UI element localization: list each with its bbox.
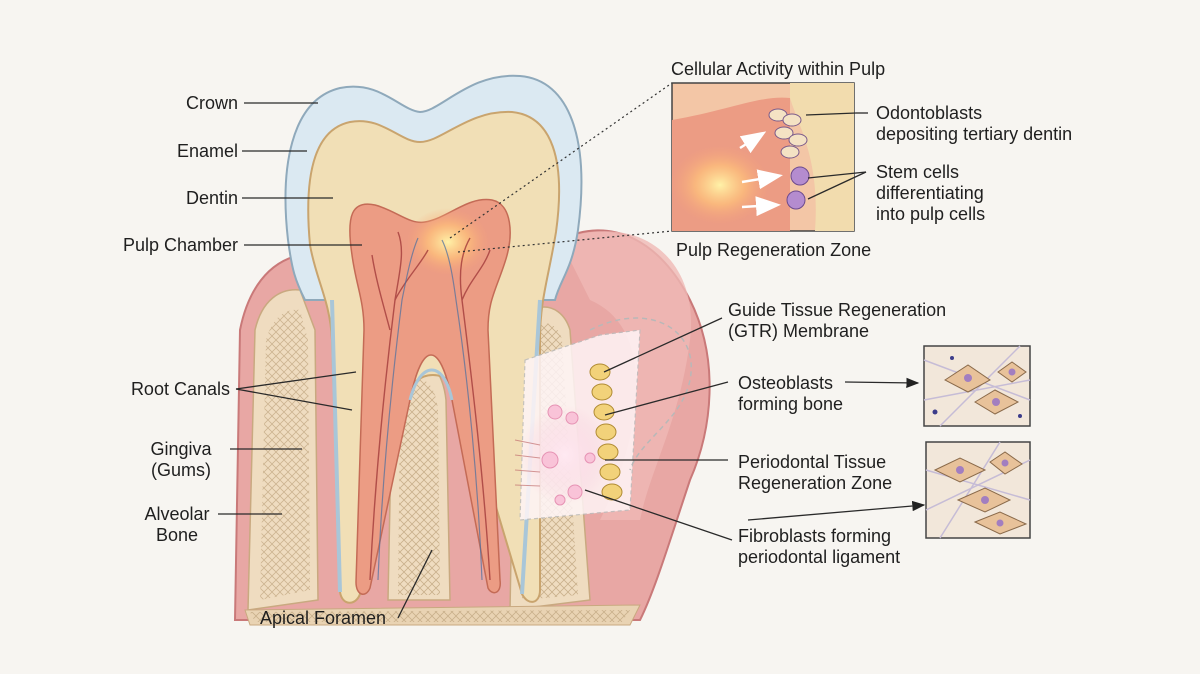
label-gtr-membrane: Guide Tissue Regeneration (GTR) Membrane bbox=[728, 300, 946, 342]
label-perio-line2: Regeneration Zone bbox=[738, 473, 893, 493]
label-alveolar-bone: Alveolar Bone bbox=[134, 504, 220, 546]
label-pulp-regeneration-zone: Pulp Regeneration Zone bbox=[676, 240, 872, 260]
label-cellular-activity: Cellular Activity within Pulp bbox=[671, 59, 886, 79]
label-root-canals: Root Canals bbox=[130, 379, 230, 399]
label-stem-cells: Stem cells differentiating into pulp cel… bbox=[876, 162, 985, 225]
leader-lines bbox=[218, 102, 926, 619]
osteoblast-inset bbox=[923, 345, 1031, 427]
label-pulp-chamber: Pulp Chamber bbox=[122, 235, 238, 255]
label-enamel: Enamel bbox=[176, 141, 238, 161]
pulp-inset bbox=[670, 82, 855, 232]
label-periodontal-zone: Periodontal Tissue Regeneration Zone bbox=[738, 452, 892, 494]
label-gingiva: Gingiva (Gums) bbox=[136, 439, 226, 481]
osteoblast-chain bbox=[589, 363, 623, 501]
label-alveolar-line1: Alveolar bbox=[144, 504, 210, 524]
label-apical-foramen: Apical Foramen bbox=[260, 608, 387, 628]
label-osteo-line1: Osteoblasts bbox=[738, 373, 834, 393]
label-stem-line2: differentiating bbox=[876, 183, 984, 203]
label-odontoblasts: Odontoblasts depositing tertiary dentin bbox=[876, 103, 1072, 145]
pulp-vessels bbox=[369, 231, 491, 581]
pulp-chamber-shape bbox=[349, 198, 511, 595]
label-fibroblasts: Fibroblasts forming periodontal ligament bbox=[738, 526, 900, 568]
label-crown: Crown bbox=[185, 93, 238, 113]
label-stem-line1: Stem cells bbox=[876, 162, 960, 182]
outer-gum-fold bbox=[560, 231, 692, 520]
fibroblast-inset bbox=[925, 441, 1031, 539]
label-stem-line3: into pulp cells bbox=[876, 204, 986, 224]
label-osteo-line2: forming bone bbox=[738, 394, 844, 414]
label-perio-line1: Periodontal Tissue bbox=[738, 452, 887, 472]
label-odontoblasts-line1: Odontoblasts bbox=[876, 103, 983, 123]
regeneration-cells bbox=[541, 404, 596, 506]
label-dentin: Dentin bbox=[185, 188, 238, 208]
label-fibro-line2: periodontal ligament bbox=[738, 547, 901, 567]
label-odontoblasts-line2: depositing tertiary dentin bbox=[876, 124, 1073, 144]
label-gingiva-line2: (Gums) bbox=[151, 460, 211, 480]
inset-connector bbox=[449, 82, 673, 253]
label-gingiva-line1: Gingiva bbox=[150, 439, 212, 459]
gtr-membrane bbox=[589, 317, 692, 471]
label-gtr-line2: (GTR) Membrane bbox=[728, 321, 870, 341]
label-osteoblasts: Osteoblasts forming bone bbox=[738, 373, 843, 415]
label-fibro-line1: Fibroblasts forming bbox=[738, 526, 892, 546]
label-alveolar-line2: Bone bbox=[155, 525, 199, 545]
label-gtr-line1: Guide Tissue Regeneration bbox=[728, 300, 947, 320]
